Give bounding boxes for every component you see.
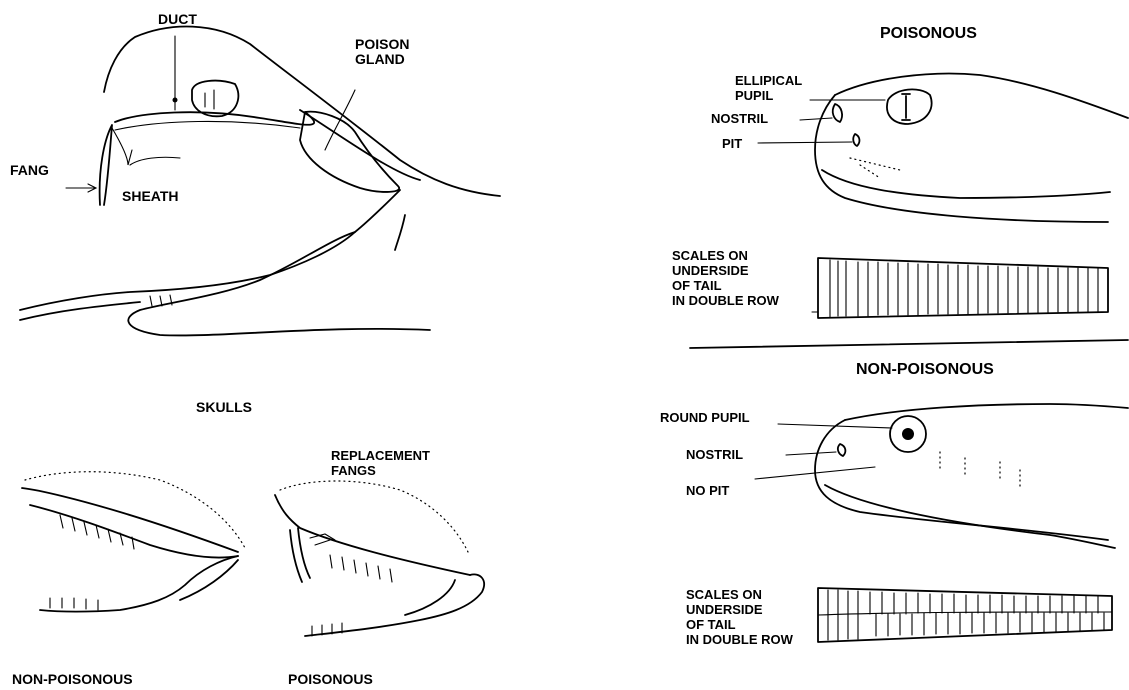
non-poisonous-skull-drawing (22, 472, 245, 612)
poisonous-skull-drawing (275, 481, 484, 636)
poison-gland-label: POISON GLAND (355, 37, 409, 67)
poisonous-skull-caption: POISONOUS (288, 672, 373, 687)
non-poisonous-skull-caption: NON-POISONOUS (12, 672, 133, 687)
poisonous-tail-scales (812, 258, 1108, 318)
skulls-title: SKULLS (196, 400, 252, 415)
non-poisonous-tail-scales (818, 588, 1112, 642)
poisonous-head-drawing (758, 74, 1128, 222)
elliptical-pupil-label: ELLIPICAL PUPIL (735, 73, 802, 103)
section-divider (690, 340, 1128, 348)
poisonous-nostril-label: NOSTRIL (711, 111, 768, 126)
fang-label: FANG (10, 163, 49, 178)
duct-label: DUCT (158, 12, 197, 27)
poisonous-title: POISONOUS (880, 26, 977, 41)
sheath-label: SHEATH (122, 189, 179, 204)
fang-shape (100, 125, 112, 205)
poisonous-scales-label: SCALES ON UNDERSIDE OF TAIL IN DOUBLE RO… (672, 248, 779, 308)
lower-jaw-outline (20, 190, 400, 310)
non-poisonous-scales-label: SCALES ON UNDERSIDE OF TAIL IN DOUBLE RO… (686, 587, 793, 647)
head-back-outline (300, 110, 420, 180)
non-poisonous-title: NON-POISONOUS (856, 362, 994, 377)
no-pit-label: NO PIT (686, 483, 729, 498)
pit-label: PIT (722, 136, 742, 151)
head-eye (192, 81, 238, 117)
venom-duct (115, 112, 314, 125)
venomous-head-drawing (20, 27, 500, 336)
poison-gland-shape (300, 112, 399, 192)
non-poisonous-head-drawing (755, 404, 1128, 548)
round-pupil-label: ROUND PUPIL (660, 410, 750, 425)
replacement-fangs-label: REPLACEMENT FANGS (331, 448, 430, 478)
non-poisonous-nostril-label: NOSTRIL (686, 447, 743, 462)
